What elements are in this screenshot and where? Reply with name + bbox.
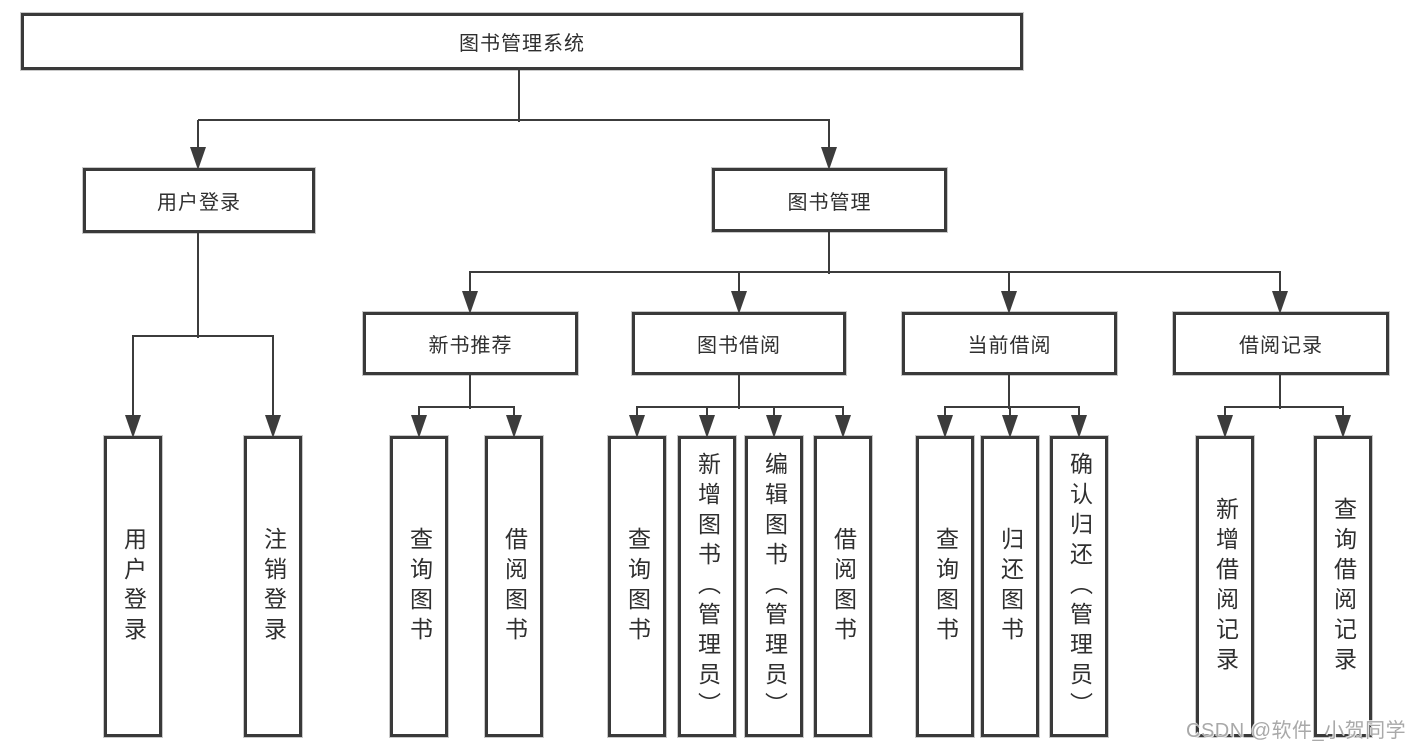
connector-line	[828, 232, 830, 274]
node-label: 确认归还（管理员）	[1066, 451, 1093, 722]
leaf-query-books-borrowing: 查询图书	[608, 436, 666, 737]
node-label: 图书借阅	[697, 335, 781, 357]
connector-line	[738, 272, 740, 296]
connector-line	[738, 375, 740, 409]
leaf-query-books-current: 查询图书	[916, 436, 974, 737]
node-label: 图书管理系统	[459, 33, 585, 55]
node-label: 新增图书（管理员）	[694, 451, 721, 722]
connector-arrowhead	[190, 147, 206, 170]
connector-line	[132, 336, 134, 420]
connector-line	[1224, 406, 1344, 408]
connector-line	[773, 407, 775, 420]
connector-arrowhead	[821, 147, 837, 170]
node-book-borrowing: 图书借阅	[632, 312, 846, 375]
leaf-borrow-books-borrowing: 借阅图书	[814, 436, 872, 737]
connector-arrowhead	[265, 415, 281, 438]
node-label: 编辑图书（管理员）	[761, 451, 788, 722]
node-label: 新增借阅记录	[1212, 496, 1239, 677]
connector-line	[198, 119, 830, 121]
leaf-borrow-books-recommend: 借阅图书	[485, 436, 543, 737]
connector-line	[842, 407, 844, 420]
connector-line	[197, 120, 199, 152]
csdn-watermark: CSDN @软件_小贺同学	[1186, 720, 1405, 742]
node-label: 查询借阅记录	[1330, 496, 1357, 677]
leaf-query-borrow-record: 查询借阅记录	[1314, 436, 1372, 737]
connector-line	[1009, 407, 1011, 420]
connector-line	[1342, 407, 1344, 420]
connector-arrowhead	[1002, 415, 1018, 438]
leaf-return-book: 归还图书	[981, 436, 1039, 737]
node-label: 借阅图书	[501, 526, 528, 647]
connector-line	[132, 335, 274, 337]
connector-line	[1224, 407, 1226, 420]
connector-line	[272, 336, 274, 420]
connector-line	[1279, 375, 1281, 409]
node-label: 查询图书	[932, 526, 959, 647]
node-user-login: 用户登录	[83, 168, 315, 233]
connector-line	[944, 406, 1080, 408]
connector-line	[469, 271, 1281, 273]
connector-arrowhead	[731, 291, 747, 314]
node-label: 借阅图书	[830, 526, 857, 647]
connector-arrowhead	[1001, 291, 1017, 314]
connector-arrowhead	[1071, 415, 1087, 438]
connector-arrowhead	[506, 415, 522, 438]
connector-line	[518, 67, 520, 122]
connector-line	[828, 120, 830, 152]
node-label: 图书管理	[787, 191, 872, 214]
leaf-edit-book-admin: 编辑图书（管理员）	[745, 436, 803, 737]
node-new-book-recommend: 新书推荐	[363, 312, 578, 375]
connector-line	[1008, 272, 1010, 296]
connector-line	[1008, 375, 1010, 409]
connector-line	[469, 272, 471, 296]
node-book-management-system: 图书管理系统	[21, 13, 1023, 70]
connector-arrowhead	[1272, 291, 1288, 314]
connector-line	[944, 407, 946, 420]
connector-arrowhead	[766, 415, 782, 438]
leaf-user-login: 用户登录	[104, 436, 162, 737]
leaf-logout-login: 注销登录	[244, 436, 302, 737]
connector-arrowhead	[125, 415, 141, 438]
node-label: 用户登录	[157, 192, 241, 214]
node-label: 当前借阅	[967, 335, 1052, 357]
leaf-add-borrow-record: 新增借阅记录	[1196, 436, 1254, 737]
connector-arrowhead	[462, 291, 478, 314]
connector-arrowhead	[835, 415, 851, 438]
node-current-borrowing: 当前借阅	[902, 312, 1117, 375]
connector-line	[513, 407, 515, 420]
node-label: 用户登录	[120, 526, 147, 647]
node-borrowing-records: 借阅记录	[1173, 312, 1389, 375]
connector-arrowhead	[1217, 415, 1233, 438]
leaf-confirm-return-admin: 确认归还（管理员）	[1050, 436, 1108, 737]
node-label: 查询图书	[406, 526, 433, 647]
connector-arrowhead	[411, 415, 427, 438]
leaf-query-books-recommend: 查询图书	[390, 436, 448, 737]
node-label: 查询图书	[624, 526, 651, 647]
connector-line	[706, 407, 708, 420]
connector-line	[1279, 272, 1281, 296]
leaf-add-book-admin: 新增图书（管理员）	[678, 436, 736, 737]
node-label: 借阅记录	[1239, 335, 1323, 357]
connector-line	[418, 407, 420, 420]
connector-arrowhead	[937, 415, 953, 438]
connector-line	[469, 375, 471, 409]
connector-line	[636, 407, 638, 420]
connector-line	[1078, 407, 1080, 420]
connector-arrowhead	[699, 415, 715, 438]
connector-line	[418, 406, 515, 408]
connector-arrowhead	[629, 415, 645, 438]
node-label: 归还图书	[997, 526, 1024, 647]
connector-line	[636, 406, 844, 408]
node-label: 注销登录	[260, 526, 287, 647]
connector-arrowhead	[1335, 415, 1351, 438]
connector-line	[197, 233, 199, 338]
node-label: 新书推荐	[428, 335, 513, 357]
node-book-management: 图书管理	[712, 168, 947, 232]
